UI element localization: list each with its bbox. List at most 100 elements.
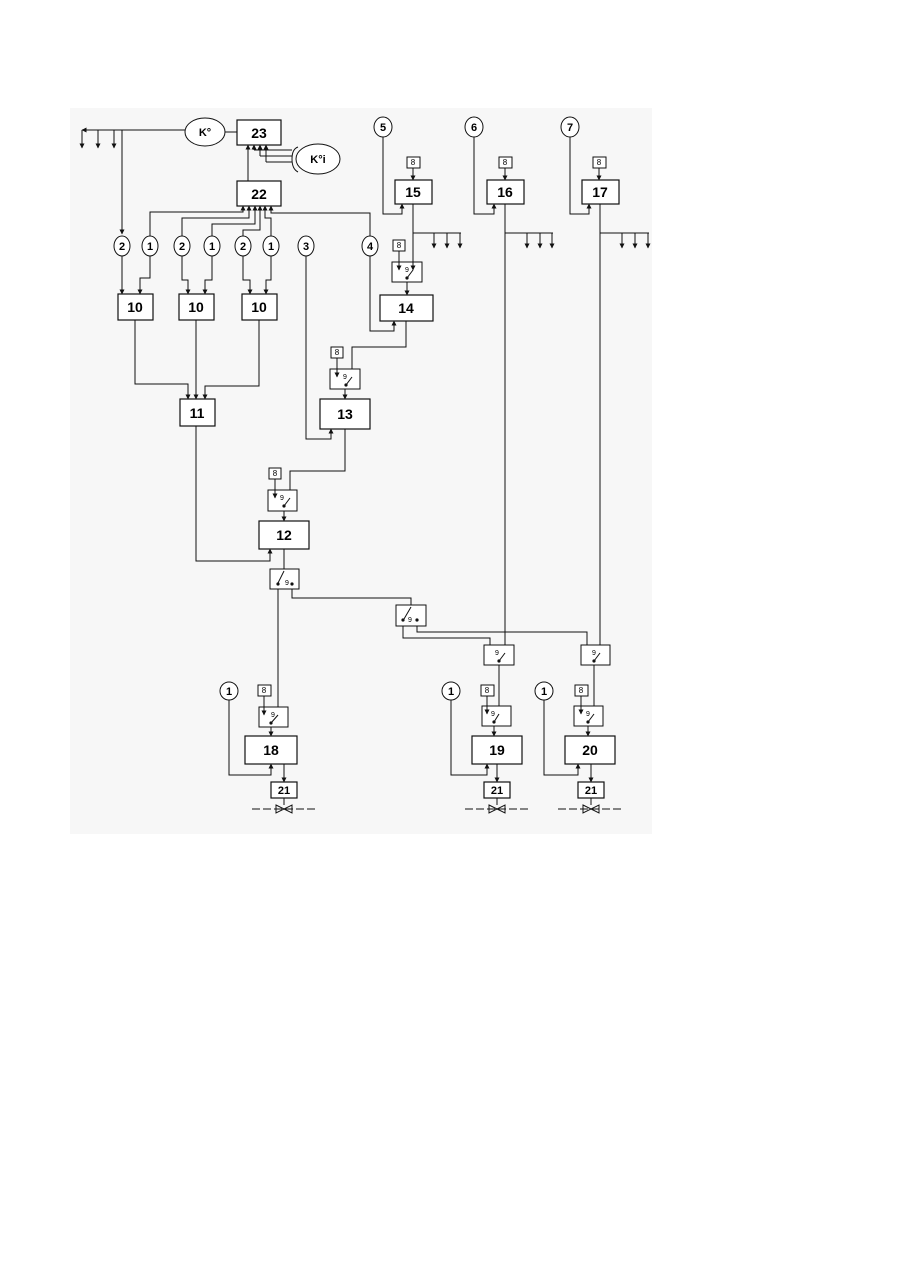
setpoint-19: 8 xyxy=(481,685,494,696)
svg-text:8: 8 xyxy=(411,158,416,167)
svg-text:13: 13 xyxy=(337,406,353,422)
input-1b: 1 xyxy=(204,236,220,256)
svg-text:21: 21 xyxy=(491,785,503,797)
k0-indicator: K° xyxy=(185,118,225,146)
block-23: 23 xyxy=(237,120,281,145)
svg-text:9: 9 xyxy=(491,711,495,718)
svg-text:8: 8 xyxy=(597,158,602,167)
svg-text:9: 9 xyxy=(343,374,347,381)
setpoint-18: 8 xyxy=(258,685,271,696)
svg-text:9: 9 xyxy=(405,267,409,274)
svg-text:8: 8 xyxy=(503,158,508,167)
svg-text:23: 23 xyxy=(251,125,267,141)
input-7: 7 xyxy=(561,117,579,137)
switch-dist-1: 9 xyxy=(270,569,299,589)
svg-text:2: 2 xyxy=(240,241,246,253)
svg-text:9: 9 xyxy=(285,580,289,587)
block-22: 22 xyxy=(237,181,281,206)
block-15: 15 xyxy=(395,180,432,204)
svg-text:16: 16 xyxy=(497,184,513,200)
svg-text:21: 21 xyxy=(585,785,597,797)
svg-text:10: 10 xyxy=(127,299,143,315)
svg-text:1: 1 xyxy=(448,686,454,698)
input-1c: 1 xyxy=(263,236,279,256)
svg-text:8: 8 xyxy=(262,686,267,695)
svg-text:9: 9 xyxy=(592,650,596,657)
block-12: 12 xyxy=(259,521,309,549)
block-14: 14 xyxy=(380,295,433,321)
svg-text:2: 2 xyxy=(119,241,125,253)
svg-text:7: 7 xyxy=(567,122,573,134)
svg-text:9: 9 xyxy=(586,711,590,718)
svg-text:K°: K° xyxy=(199,127,211,139)
svg-text:14: 14 xyxy=(398,300,414,316)
svg-text:8: 8 xyxy=(397,241,402,250)
svg-text:K°i: K°i xyxy=(310,154,325,166)
setpoint-17: 8 xyxy=(593,157,606,168)
svg-text:15: 15 xyxy=(405,184,421,200)
setpoint-12: 8 xyxy=(269,468,281,479)
block-11: 11 xyxy=(180,399,215,426)
block-20: 20 xyxy=(565,736,615,764)
svg-text:20: 20 xyxy=(582,742,598,758)
svg-text:4: 4 xyxy=(367,241,374,253)
block-21a: 21 xyxy=(271,782,297,798)
input-6: 6 xyxy=(465,117,483,137)
setpoint-16: 8 xyxy=(499,157,512,168)
setpoint-13: 8 xyxy=(331,347,343,358)
scan-area xyxy=(70,108,652,834)
input-3: 3 xyxy=(298,236,314,256)
svg-text:2: 2 xyxy=(179,241,185,253)
setpoint-14: 8 xyxy=(393,240,405,251)
input-1-18: 1 xyxy=(220,682,238,700)
svg-text:3: 3 xyxy=(303,241,309,253)
input-2b: 2 xyxy=(174,236,190,256)
block-10b: 10 xyxy=(179,294,214,320)
block-17: 17 xyxy=(582,180,619,204)
switch-dist-2: 9 xyxy=(396,605,426,626)
input-1a: 1 xyxy=(142,236,158,256)
svg-text:6: 6 xyxy=(471,122,477,134)
svg-text:1: 1 xyxy=(268,241,274,253)
svg-text:10: 10 xyxy=(188,299,204,315)
block-16: 16 xyxy=(487,180,524,204)
setpoint-15: 8 xyxy=(407,157,420,168)
svg-text:11: 11 xyxy=(190,405,205,421)
svg-text:1: 1 xyxy=(147,241,153,253)
block-19: 19 xyxy=(472,736,522,764)
svg-text:22: 22 xyxy=(251,186,267,202)
block-10a: 10 xyxy=(118,294,153,320)
svg-text:17: 17 xyxy=(592,184,608,200)
svg-text:8: 8 xyxy=(335,348,340,357)
svg-text:18: 18 xyxy=(263,742,279,758)
svg-text:5: 5 xyxy=(380,122,386,134)
svg-text:1: 1 xyxy=(209,241,215,253)
switch-19a: 9 xyxy=(484,645,514,665)
svg-text:12: 12 xyxy=(276,527,292,543)
svg-text:1: 1 xyxy=(541,686,547,698)
block-18: 18 xyxy=(245,736,297,764)
switch-20a: 9 xyxy=(581,645,610,665)
block-21c: 21 xyxy=(578,782,604,798)
svg-text:10: 10 xyxy=(251,299,267,315)
setpoint-20: 8 xyxy=(575,685,588,696)
svg-text:9: 9 xyxy=(271,712,275,719)
svg-text:9: 9 xyxy=(495,650,499,657)
block-21b: 21 xyxy=(484,782,510,798)
svg-text:8: 8 xyxy=(579,686,584,695)
svg-text:9: 9 xyxy=(280,495,284,502)
input-2a: 2 xyxy=(114,236,130,256)
input-1-19: 1 xyxy=(442,682,460,700)
svg-text:19: 19 xyxy=(489,742,505,758)
block-13: 13 xyxy=(320,399,370,429)
input-4: 4 xyxy=(362,236,378,256)
svg-text:1: 1 xyxy=(226,686,232,698)
input-2c: 2 xyxy=(235,236,251,256)
svg-text:9: 9 xyxy=(408,617,412,624)
svg-text:21: 21 xyxy=(278,785,290,797)
input-5: 5 xyxy=(374,117,392,137)
block-10c: 10 xyxy=(242,294,277,320)
svg-text:8: 8 xyxy=(273,469,278,478)
input-1-20: 1 xyxy=(535,682,553,700)
